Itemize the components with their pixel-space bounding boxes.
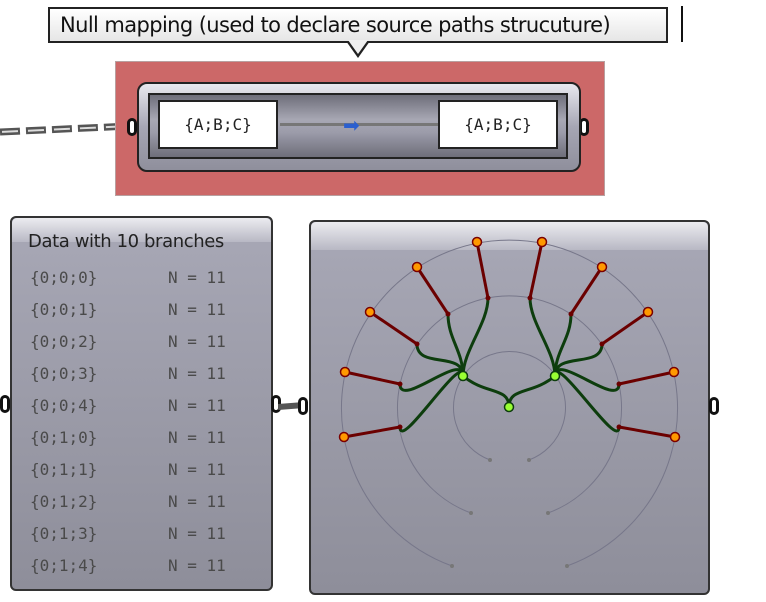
edge-joint bbox=[445, 311, 451, 317]
branch-node bbox=[457, 370, 469, 382]
branch-count: N = 11 bbox=[168, 396, 226, 415]
edge-joint bbox=[397, 381, 403, 387]
edge-joint bbox=[527, 295, 533, 301]
inner-edge bbox=[462, 374, 511, 408]
leaf-edge bbox=[475, 241, 490, 299]
viewer-input-grip[interactable] bbox=[298, 397, 308, 415]
ring-end bbox=[450, 564, 454, 568]
branch-count: N = 11 bbox=[168, 524, 226, 543]
branch-count: N = 11 bbox=[168, 556, 226, 575]
branch-edge bbox=[398, 368, 465, 392]
ring-end bbox=[488, 458, 492, 462]
branch-count: N = 11 bbox=[168, 460, 226, 479]
leaf-edge bbox=[528, 241, 544, 299]
leaf-node bbox=[339, 366, 351, 378]
ring-end bbox=[546, 511, 550, 515]
edge-joint bbox=[414, 341, 420, 347]
branch-count: N = 11 bbox=[168, 428, 226, 447]
viewer-header bbox=[311, 222, 708, 250]
branch-count: N = 11 bbox=[168, 492, 226, 511]
tooltip-pointer-fill bbox=[348, 40, 368, 54]
branch-path: {0;1;1} bbox=[30, 460, 98, 479]
source-mask[interactable]: {A;B;C} bbox=[158, 100, 278, 149]
panel-header bbox=[12, 218, 271, 242]
level-ring bbox=[341, 239, 678, 567]
leaf-edge bbox=[415, 266, 450, 315]
panel-title: Data with 10 branches bbox=[28, 231, 224, 252]
inner-edge bbox=[507, 374, 556, 408]
branch-path: {0;0;2} bbox=[30, 332, 98, 351]
right-arrow-icon: ➡ bbox=[343, 113, 360, 137]
leaf-edge bbox=[344, 370, 401, 386]
leaf-edge bbox=[369, 310, 418, 346]
mapper-input-grip[interactable] bbox=[127, 118, 137, 136]
leaf-edge bbox=[618, 370, 675, 386]
ring-end bbox=[527, 458, 531, 462]
panel-input-grip[interactable] bbox=[0, 395, 10, 413]
edge-joint bbox=[616, 424, 622, 430]
branch-path: {0;1;2} bbox=[30, 492, 98, 511]
leaf-node bbox=[536, 236, 548, 248]
ring-end bbox=[469, 511, 473, 515]
leaf-edge bbox=[569, 266, 604, 315]
leaf-node bbox=[338, 431, 350, 443]
edge-joint bbox=[485, 295, 491, 301]
level-ring bbox=[397, 295, 622, 514]
leaf-node bbox=[471, 236, 483, 248]
ring-end bbox=[565, 564, 569, 568]
leaf-node bbox=[668, 366, 680, 378]
edge-joint bbox=[397, 424, 403, 430]
viewer-output-grip[interactable] bbox=[709, 397, 719, 415]
branch-path: {0;0;3} bbox=[30, 364, 98, 383]
data-panel[interactable] bbox=[10, 216, 273, 591]
branch-node bbox=[503, 401, 515, 413]
leaf-edge bbox=[343, 425, 401, 439]
text-cursor bbox=[681, 6, 683, 42]
leaf-edge bbox=[618, 425, 676, 439]
branch-path: {0;1;4} bbox=[30, 556, 98, 575]
leaf-node bbox=[364, 306, 376, 318]
branch-node bbox=[549, 370, 561, 382]
branch-edge bbox=[461, 297, 490, 377]
branch-edge bbox=[553, 368, 621, 392]
branch-path: {0;0;1} bbox=[30, 300, 98, 319]
branch-path: {0;0;0} bbox=[30, 268, 98, 287]
edge-joint bbox=[568, 311, 574, 317]
leaf-node bbox=[411, 261, 423, 273]
branch-count: N = 11 bbox=[168, 300, 226, 319]
target-mask[interactable]: {A;B;C} bbox=[438, 100, 558, 149]
branch-edge bbox=[528, 297, 557, 377]
leaf-node bbox=[642, 306, 654, 318]
mapping-line bbox=[280, 123, 440, 126]
edge-joint bbox=[599, 341, 605, 347]
branch-path: {0;1;0} bbox=[30, 428, 98, 447]
leaf-node bbox=[596, 261, 608, 273]
level-ring bbox=[453, 351, 566, 461]
leaf-node bbox=[669, 431, 681, 443]
branch-path: {0;1;3} bbox=[30, 524, 98, 543]
edge-joint bbox=[616, 381, 622, 387]
leaf-edge bbox=[601, 310, 649, 346]
branch-count: N = 11 bbox=[168, 268, 226, 287]
branch-path: {0;0;4} bbox=[30, 396, 98, 415]
branch-count: N = 11 bbox=[168, 332, 226, 351]
branch-count: N = 11 bbox=[168, 364, 226, 383]
